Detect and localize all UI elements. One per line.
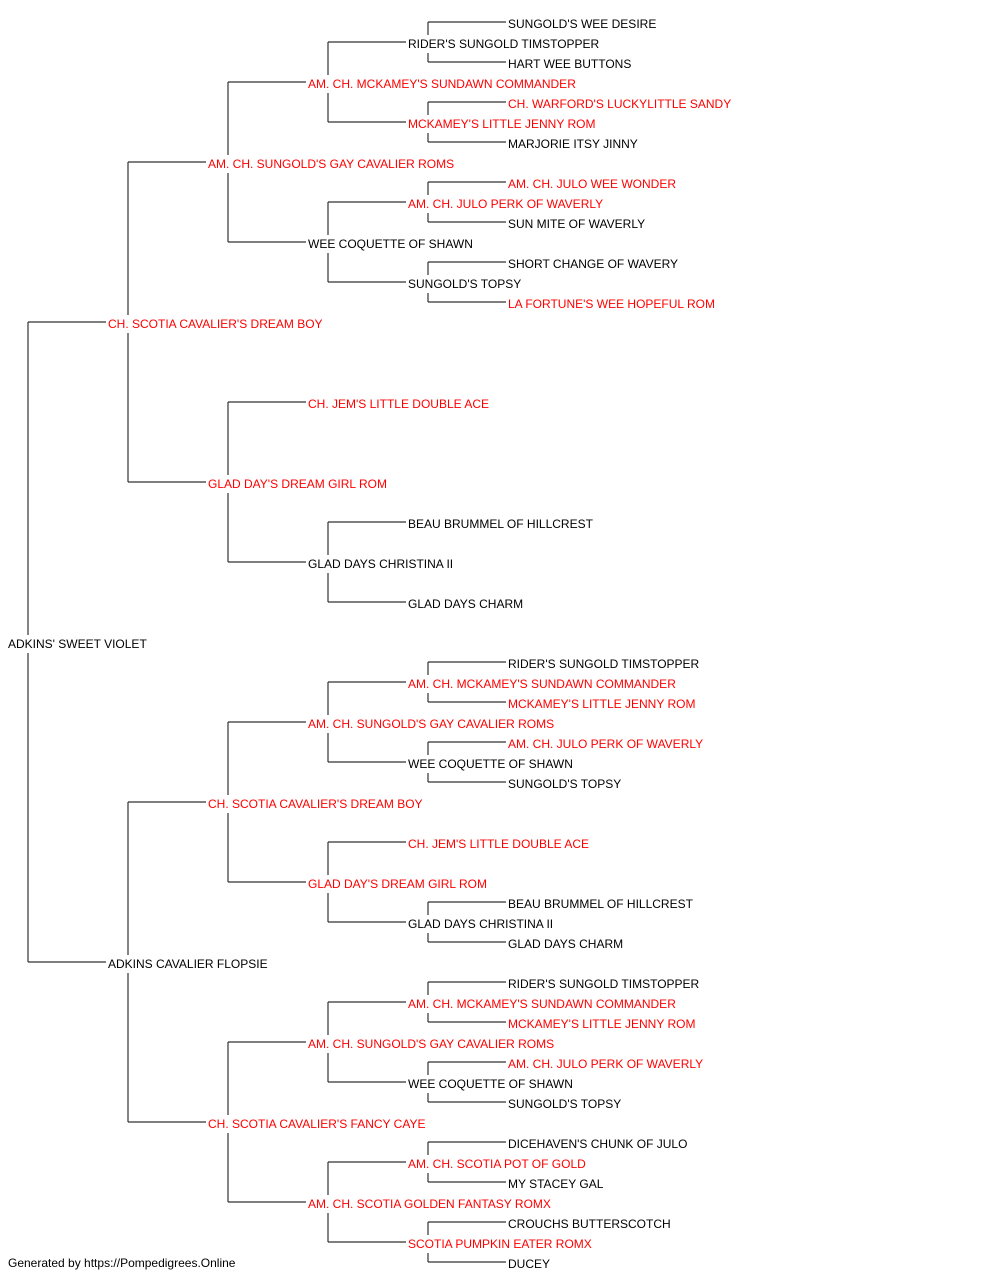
ancestor-name: DUCEY xyxy=(508,1257,550,1271)
ancestor-name: GLAD DAYS CHARM xyxy=(508,937,623,951)
ancestor-name: AM. CH. JULO WEE WONDER xyxy=(508,177,676,191)
ancestor-name: RIDER'S SUNGOLD TIMSTOPPER xyxy=(508,977,700,991)
ancestor-name: AM. CH. SCOTIA POT OF GOLD xyxy=(408,1157,586,1171)
ancestor-name: BEAU BRUMMEL OF HILLCREST xyxy=(408,517,594,531)
ancestor-name: GLAD DAYS CHARM xyxy=(408,597,523,611)
ancestor-name: CH. WARFORD'S LUCKYLITTLE SANDY xyxy=(508,97,731,111)
ancestor-name: MCKAMEY'S LITTLE JENNY ROM xyxy=(508,697,695,711)
ancestor-name: BEAU BRUMMEL OF HILLCREST xyxy=(508,897,694,911)
ancestor-name: GLAD DAYS CHRISTINA II xyxy=(308,557,453,571)
ancestor-name: AM. CH. MCKAMEY'S SUNDAWN COMMANDER xyxy=(308,77,576,91)
ancestor-name: GLAD DAYS CHRISTINA II xyxy=(408,917,553,931)
ancestor-name: WEE COQUETTE OF SHAWN xyxy=(408,757,573,771)
ancestor-name: LA FORTUNE'S WEE HOPEFUL ROM xyxy=(508,297,715,311)
ancestor-name: CROUCHS BUTTERSCOTCH xyxy=(508,1217,671,1231)
ancestor-name: AM. CH. JULO PERK OF WAVERLY xyxy=(408,197,603,211)
ancestor-name: GLAD DAY'S DREAM GIRL ROM xyxy=(308,877,487,891)
ancestor-name: WEE COQUETTE OF SHAWN xyxy=(308,237,473,251)
ancestor-name: AM. CH. JULO PERK OF WAVERLY xyxy=(508,1057,703,1071)
ancestor-name: CH. SCOTIA CAVALIER'S DREAM BOY xyxy=(208,797,423,811)
ancestor-name: SCOTIA PUMPKIN EATER ROMX xyxy=(408,1237,592,1251)
ancestor-name: RIDER'S SUNGOLD TIMSTOPPER xyxy=(508,657,700,671)
ancestor-name: HART WEE BUTTONS xyxy=(508,57,631,71)
ancestor-name: AM. CH. SUNGOLD'S GAY CAVALIER ROMS xyxy=(308,717,554,731)
ancestor-name: RIDER'S SUNGOLD TIMSTOPPER xyxy=(408,37,600,51)
ancestor-name: DICEHAVEN'S CHUNK OF JULO xyxy=(508,1137,687,1151)
ancestor-name: MY STACEY GAL xyxy=(508,1177,604,1191)
ancestor-name: SUNGOLD'S TOPSY xyxy=(408,277,521,291)
ancestor-name: AM. CH. SCOTIA GOLDEN FANTASY ROMX xyxy=(308,1197,551,1211)
footer-credit: Generated by https://Pompedigrees.Online xyxy=(8,1256,236,1270)
ancestor-name: SUNGOLD'S WEE DESIRE xyxy=(508,17,656,31)
ancestor-name: CH. SCOTIA CAVALIER'S FANCY CAYE xyxy=(208,1117,425,1131)
ancestor-name: WEE COQUETTE OF SHAWN xyxy=(408,1077,573,1091)
ancestor-name: SHORT CHANGE OF WAVERY xyxy=(508,257,678,271)
ancestor-name: SUNGOLD'S TOPSY xyxy=(508,1097,621,1111)
ancestor-name: AM. CH. MCKAMEY'S SUNDAWN COMMANDER xyxy=(408,997,676,1011)
ancestor-name: MARJORIE ITSY JINNY xyxy=(508,137,638,151)
ancestor-name: CH. SCOTIA CAVALIER'S DREAM BOY xyxy=(108,317,323,331)
ancestor-name: CH. JEM'S LITTLE DOUBLE ACE xyxy=(408,837,589,851)
ancestor-name: AM. CH. SUNGOLD'S GAY CAVALIER ROMS xyxy=(208,157,454,171)
subject-dog-name: ADKINS' SWEET VIOLET xyxy=(8,637,147,651)
ancestor-name: AM. CH. SUNGOLD'S GAY CAVALIER ROMS xyxy=(308,1037,554,1051)
ancestor-name: GLAD DAY'S DREAM GIRL ROM xyxy=(208,477,387,491)
ancestor-name: SUN MITE OF WAVERLY xyxy=(508,217,645,231)
ancestor-name: AM. CH. MCKAMEY'S SUNDAWN COMMANDER xyxy=(408,677,676,691)
ancestor-name: MCKAMEY'S LITTLE JENNY ROM xyxy=(408,117,595,131)
ancestor-name: SUNGOLD'S TOPSY xyxy=(508,777,621,791)
ancestor-name: ADKINS CAVALIER FLOPSIE xyxy=(108,957,268,971)
ancestor-name: MCKAMEY'S LITTLE JENNY ROM xyxy=(508,1017,695,1031)
ancestor-name: CH. JEM'S LITTLE DOUBLE ACE xyxy=(308,397,489,411)
ancestor-name: AM. CH. JULO PERK OF WAVERLY xyxy=(508,737,703,751)
